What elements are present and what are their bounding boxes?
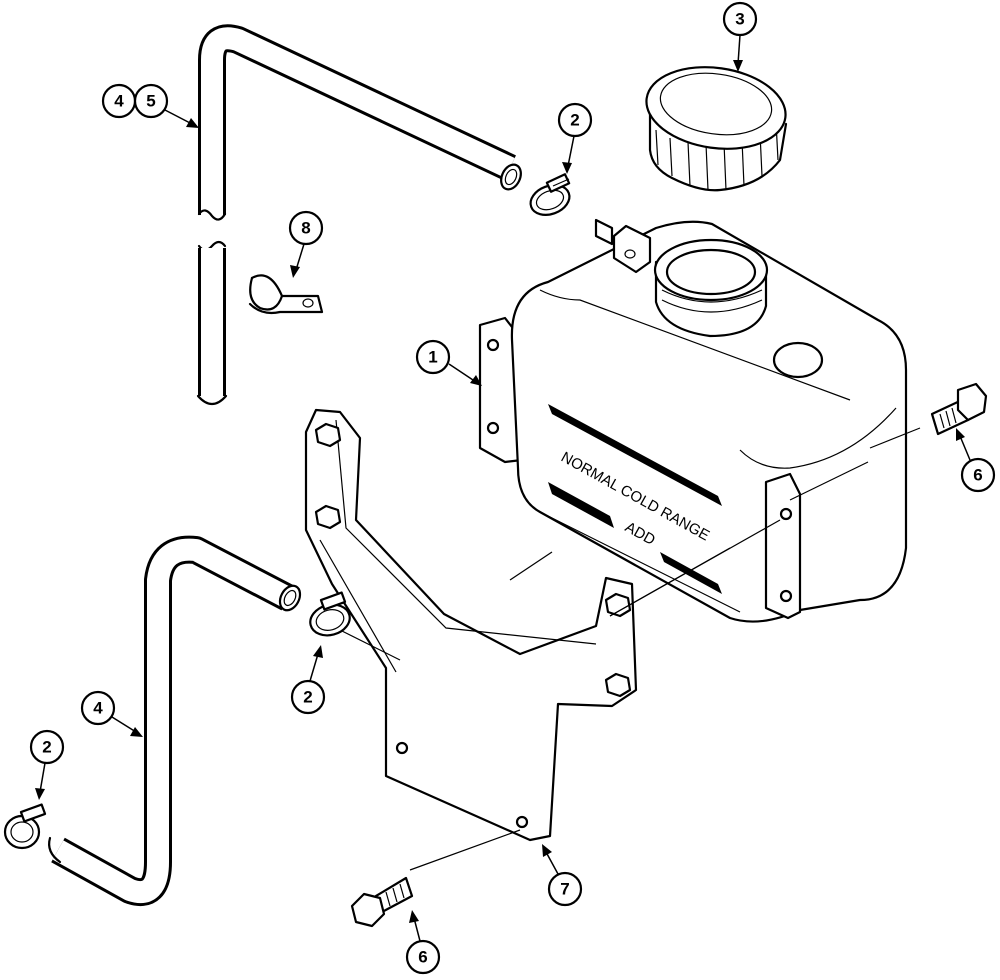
hose-clamp-middle — [309, 591, 351, 637]
bolt-bottom — [350, 876, 414, 928]
callout-1-label: 1 — [428, 348, 437, 367]
callout-6-right: 6 — [956, 428, 996, 493]
callout-2-lower-left: 2 — [29, 729, 65, 800]
callout-4-upper: 4 — [101, 83, 137, 119]
callout-2-upper-label: 2 — [570, 111, 579, 130]
callout-6-right-label: 6 — [973, 466, 982, 485]
callout-2-middle: 2 — [290, 645, 326, 715]
callout-3: 3 — [722, 1, 758, 72]
reservoir-cap — [645, 66, 788, 192]
hose-clip — [248, 274, 324, 315]
upper-overflow-hose — [196, 24, 522, 406]
callout-5-label: 5 — [146, 92, 155, 111]
callout-2-middle-label: 2 — [303, 688, 312, 707]
callout-4-lower: 4 — [80, 690, 143, 737]
callout-3-label: 3 — [735, 10, 744, 29]
coolant-reservoir-tank: NORMAL COLD RANGE ADD — [478, 218, 908, 623]
callout-8-label: 8 — [301, 219, 310, 238]
callout-6-bottom-label: 6 — [418, 948, 427, 967]
callout-7-label: 7 — [560, 880, 569, 899]
callout-7: 7 — [542, 844, 583, 907]
hose-clamp-upper — [529, 173, 571, 216]
lower-hose — [48, 535, 302, 906]
callout-1: 1 — [415, 339, 482, 386]
callout-4-lower-label: 4 — [93, 699, 103, 718]
callout-2-upper: 2 — [557, 102, 593, 174]
callout-5: 5 — [133, 83, 199, 128]
callout-6-bottom: 6 — [405, 910, 441, 975]
callout-2-lower-left-label: 2 — [42, 738, 51, 757]
callout-8: 8 — [288, 210, 324, 278]
callout-4-upper-label: 4 — [114, 92, 124, 111]
alignment-lines — [339, 427, 921, 871]
hose-clamp-lower-left — [3, 803, 47, 850]
bolt-right — [930, 382, 988, 436]
